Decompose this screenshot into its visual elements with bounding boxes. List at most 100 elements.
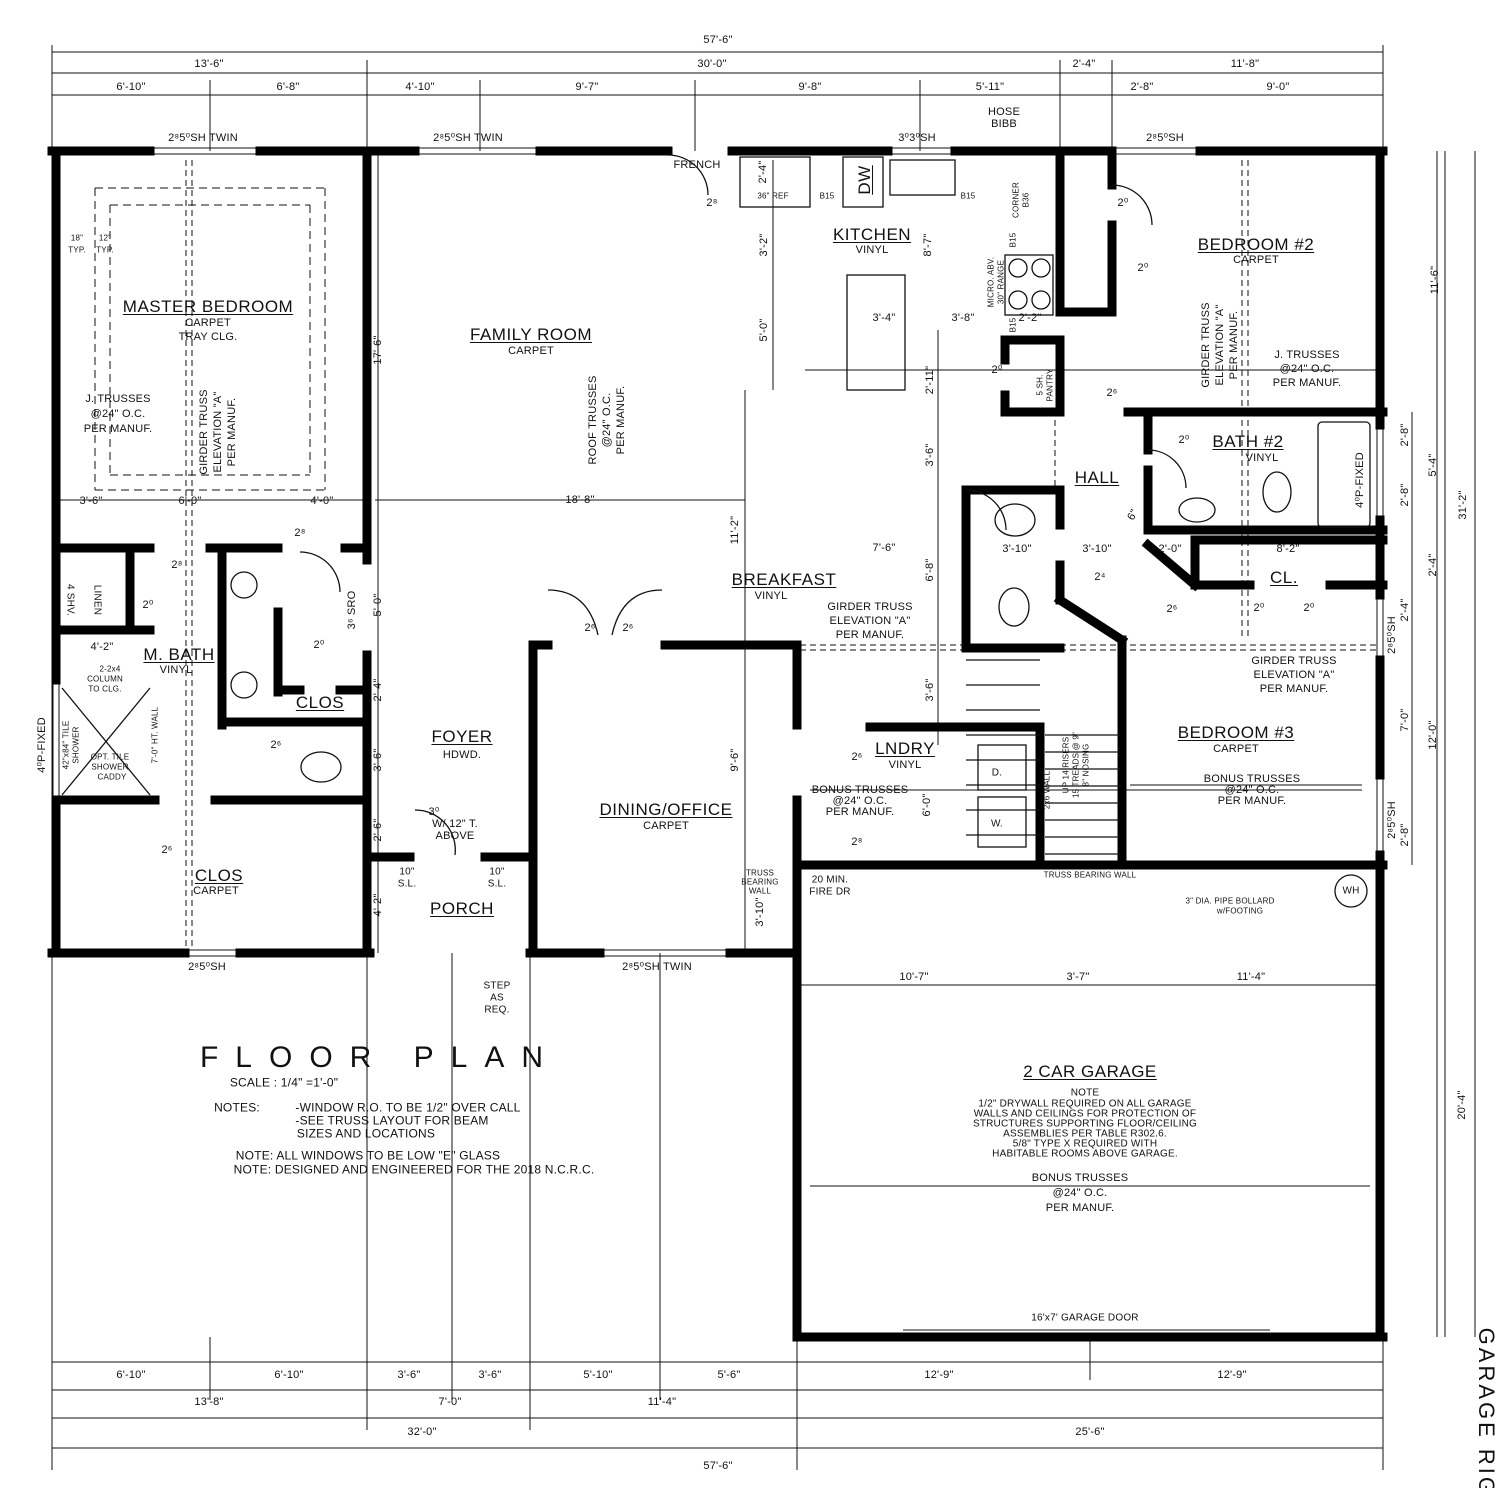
- dimensions-bottom-major-1-label: 25'-6": [1075, 1426, 1105, 1438]
- dimensions-interior-1-label: 18'-8": [565, 494, 595, 506]
- dimensions-right-6-label: 2'-4": [1399, 598, 1411, 622]
- windows-2-label: 3⁰3⁰SH: [898, 132, 936, 144]
- rooms-lndry-floor-label: VINYL: [888, 759, 922, 771]
- truss-notes-master-j-0-label: J. TRUSSES: [85, 393, 151, 405]
- vanity-sink: [230, 671, 258, 699]
- fixtures-range-0-label: MICRO. ABV.: [986, 256, 996, 308]
- dimensions-top-detail-5-label: 5'-11": [975, 81, 1005, 93]
- rooms-cl-name-label: CL.: [1270, 568, 1298, 587]
- sink: [1178, 497, 1216, 523]
- truss-notes-bed2-j-1-label: @24" O.C.: [1279, 363, 1335, 375]
- door-swing: [667, 154, 709, 196]
- dimensions-interior-24-label: 3'-6": [79, 495, 103, 507]
- garage-note-lines-2-label: STRUCTURES SUPPORTING FLOOR/CEILING: [972, 1118, 1198, 1130]
- doors-12-label: 2⁸: [171, 559, 183, 571]
- doors-1-label: 2⁸: [706, 197, 718, 209]
- fixtures-b15-c-label: B15: [1008, 232, 1018, 248]
- toilet: [998, 587, 1030, 627]
- doors-14-label: 2⁰: [313, 639, 325, 651]
- truss-notes-bed2-j-0-label: J. TRUSSES: [1274, 349, 1340, 361]
- title-block-note-1-label: NOTE: ALL WINDOWS TO BE LOW "E" GLASS: [235, 1148, 501, 1163]
- dimensions-interior-33-label: TYP.: [68, 245, 86, 255]
- title-block-notes-label-label: NOTES:: [214, 1100, 260, 1115]
- water-heater: [1334, 874, 1368, 908]
- doors-13-label: 2⁰: [142, 599, 154, 611]
- fixtures-wh-label: WH: [1342, 885, 1360, 897]
- fixtures-column-2-label: TO CLG.: [88, 684, 122, 694]
- doors-9-label: 2⁰: [1253, 602, 1265, 614]
- vanity-sink: [230, 571, 258, 599]
- dimensions-interior-3-label: 9'-6": [729, 748, 741, 772]
- fixtures-bollard-0-label: 3" DIA. PIPE BOLLARD: [1185, 896, 1275, 906]
- dimensions-bottom-detail-7-label: 12'-9": [1217, 1369, 1247, 1381]
- title-block-title-label: FLOOR PLAN: [199, 1041, 561, 1074]
- dimensions-bottom-mid-2-label: 11'-4": [647, 1396, 677, 1408]
- fixtures-sl-left-1-label: S.L.: [397, 878, 417, 890]
- rooms-breakfast-name-label: BREAKFAST: [731, 570, 837, 589]
- fixtures: [61, 154, 1371, 908]
- dimensions-interior-18-label: 3'-10": [1082, 543, 1112, 555]
- dimensions-garage-2-label: 11'-4": [1236, 971, 1266, 983]
- toilet: [1262, 471, 1292, 513]
- truss-notes-bed3-bonus-1-label: @24" O.C.: [1224, 784, 1280, 796]
- side-label-label: GARAGE RIGHT: [1474, 1327, 1498, 1488]
- dimensions-interior-6-label: 6'-8": [924, 558, 936, 582]
- rooms-bedroom-2-name-label: BEDROOM #2: [1197, 235, 1315, 254]
- dimensions-bottom-detail-5-label: 5'-6": [717, 1369, 741, 1381]
- dimensions-right-8-label: 12'-0": [1427, 720, 1439, 750]
- dimensions-bottom-mid-0-label: 13'-8": [194, 1396, 224, 1408]
- fixtures-shower-0-label: 42"x84" TILE: [61, 720, 71, 770]
- dimensions-top-detail-6-label: 2'-8": [1130, 81, 1154, 93]
- fixtures-ref-label: 36" REF: [757, 191, 789, 201]
- wall: [1053, 593, 1129, 647]
- fixtures-washer-label: W.: [990, 818, 1004, 830]
- door-swing: [1147, 449, 1187, 489]
- dimensions-interior-12-label: 8'-7": [922, 233, 934, 257]
- truss-notes-roof-0-label: ROOF TRUSSES: [587, 375, 599, 465]
- truss-notes-lndry-bonus-2-label: PER MANUF.: [825, 806, 895, 818]
- windows-8-label: 2⁸5⁰SH: [1386, 616, 1398, 654]
- dimensions-top-detail-1-label: 6'-8": [276, 81, 300, 93]
- rooms-family-room-name-label: FAMILY ROOM: [469, 325, 593, 344]
- fixtures-fire-door-0-label: 20 MIN.: [811, 874, 849, 886]
- windows-4-label: 2⁸5⁰SH: [188, 961, 226, 973]
- dimensions-bottom-detail-3-label: 3'-6": [478, 1369, 502, 1381]
- dimensions-top-mid-2-label: 2'-4": [1072, 58, 1096, 70]
- kitchen-island: [846, 274, 906, 391]
- dimensions-garage-0-label: 10'-7": [899, 971, 929, 983]
- truss-notes-lndry-bonus-0-label: BONUS TRUSSES: [811, 784, 909, 796]
- rooms-dining-floor-label: CARPET: [643, 820, 689, 832]
- title-block-notes-0-label: -WINDOW R.O. TO BE 1/2" OVER CALL: [295, 1100, 521, 1115]
- doors-20-label: 2⁸: [851, 836, 863, 848]
- dimensions-top-detail-0-label: 6'-10": [116, 81, 146, 93]
- fixtures-corner-1-label: B36: [1021, 192, 1031, 208]
- doors-3-label: 2⁰: [1137, 262, 1149, 274]
- dimensions-bottom-detail-1-label: 6'-10": [274, 1369, 304, 1381]
- truss-notes-bed2-girder-1-label: ELEVATION "A": [1214, 304, 1226, 386]
- fixtures-linen-label: LINEN: [91, 584, 103, 616]
- fixtures-fire-door-1-label: FIRE DR: [809, 886, 851, 898]
- dimensions-bottom-overall-label: 57'-6": [703, 1460, 733, 1472]
- dimensions-interior-7-label: 3'-6": [924, 443, 936, 467]
- truss-notes-garage-bonus-0-label: BONUS TRUSSES: [1031, 1172, 1129, 1184]
- doors-2-label: 2⁰: [1117, 197, 1129, 209]
- title-block-notes-1-label: -SEE TRUSS LAYOUT FOR BEAM: [295, 1113, 489, 1128]
- dimensions-interior-15-label: 2'-2": [1018, 312, 1042, 324]
- rooms-master-clos-name-label: CLOS: [194, 866, 244, 885]
- dimensions-interior-4-label: 3'-10": [754, 897, 766, 927]
- dimensions-interior-11-label: 5'-0": [758, 318, 770, 342]
- truss-notes-master-j-2-label: PER MANUF.: [83, 423, 153, 435]
- refrigerator: [739, 156, 811, 208]
- dimensions-bottom-mid-1-label: 7'-0": [438, 1396, 462, 1408]
- dimensions-interior-31-label: 4'-2": [372, 893, 384, 917]
- fixtures-step-1-label: AS: [490, 992, 504, 1004]
- truss-notes-bed3-girder-0-label: GIRDER TRUSS: [1251, 655, 1337, 667]
- fixtures-hose-bibb-0-label: HOSE: [988, 106, 1020, 118]
- windows-3-label: 2⁸5⁰SH: [1146, 132, 1184, 144]
- fixtures-stairs-2-label: 8" NOSING: [1081, 743, 1091, 787]
- fixtures-dw-label: DW: [855, 165, 874, 195]
- fixtures-caddy-0-label: OPT. TILE: [90, 752, 130, 762]
- doors-0-label: FRENCH: [673, 159, 721, 171]
- doors-19-label: 2⁶: [851, 751, 863, 763]
- burner: [1008, 290, 1028, 310]
